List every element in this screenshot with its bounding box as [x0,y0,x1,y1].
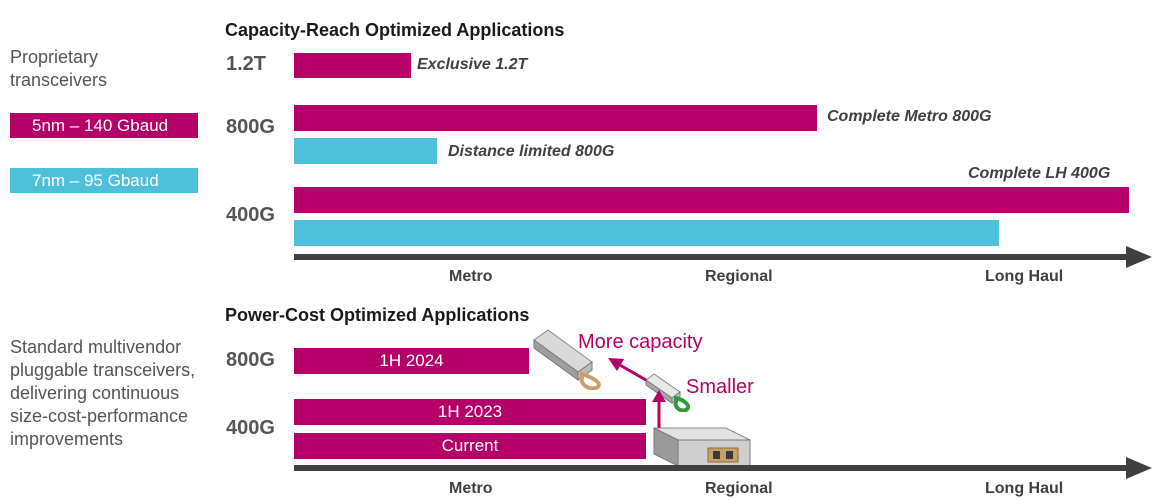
top-reach-axis-arrow [294,246,1152,268]
row-label-400g-bottom: 400G [226,417,275,439]
bottom-side-line-2: pluggable transceivers, [10,360,196,380]
top-section-title: Capacity-Reach Optimized Applications [225,20,565,40]
arrow-smaller-head [652,390,666,402]
row-label-800g-top: 800G [226,116,275,138]
bar-complete-metro-800g [294,105,817,131]
bottom-side-line-1: Standard multivendor [10,337,182,357]
annotation-more-capacity: More capacity [578,331,703,353]
row-label-800g-bottom: 800G [226,349,275,371]
bar-complete-lh-400g [294,187,1129,213]
bottom-side-line-5: improvements [10,429,124,449]
top-side-line-2: transceivers [10,70,108,90]
arrow-more-capacity-head [608,358,624,371]
top-side-line-1: Proprietary [10,47,99,67]
arrow-more-capacity [617,362,647,382]
bar-exclusive-1-2t [294,53,411,78]
bar-label-distance-limited-800g: Distance limited 800G [448,143,615,160]
bottom-side-line-3: delivering continuous [10,383,180,403]
row-label-400g-top: 400G [226,204,275,226]
top-axis-regional: Regional [705,268,773,285]
cfp-current-module-image [653,427,751,467]
legend-7nm: 7nm – 95 Gbaud [10,168,198,193]
legend-5nm: 5nm – 140 Gbaud [10,113,198,138]
annotation-arrows [608,358,666,428]
bottom-axis-long-haul: Long Haul [985,480,1064,497]
bar-label-complete-metro-800g: Complete Metro 800G [827,108,992,125]
bar-1h-2024: 1H 2024 [294,348,529,374]
qsfp-800g-module-image [533,329,601,390]
row-label-1-2t: 1.2T [226,53,267,75]
bar-400g-cyan [294,220,999,246]
bar-1h-2023: 1H 2023 [294,399,646,425]
top-axis-long-haul: Long Haul [985,268,1064,285]
bottom-section-title: Power-Cost Optimized Applications [225,305,530,325]
bottom-side-text: Standard multivendor pluggable transceiv… [10,336,195,451]
bottom-side-line-4: size-cost-performance [10,406,189,426]
bottom-reach-axis-arrow [294,457,1152,479]
bottom-axis-regional: Regional [705,480,773,497]
bar-label-complete-lh-400g: Complete LH 400G [968,165,1111,182]
bar-label-exclusive-1-2t: Exclusive 1.2T [417,56,528,73]
bar-current: Current [294,433,646,459]
bar-distance-limited-800g [294,138,437,164]
top-side-text: Proprietary transceivers [10,46,107,92]
top-axis-metro: Metro [449,268,493,285]
bottom-axis-metro: Metro [449,480,493,497]
annotation-smaller: Smaller [686,376,754,398]
